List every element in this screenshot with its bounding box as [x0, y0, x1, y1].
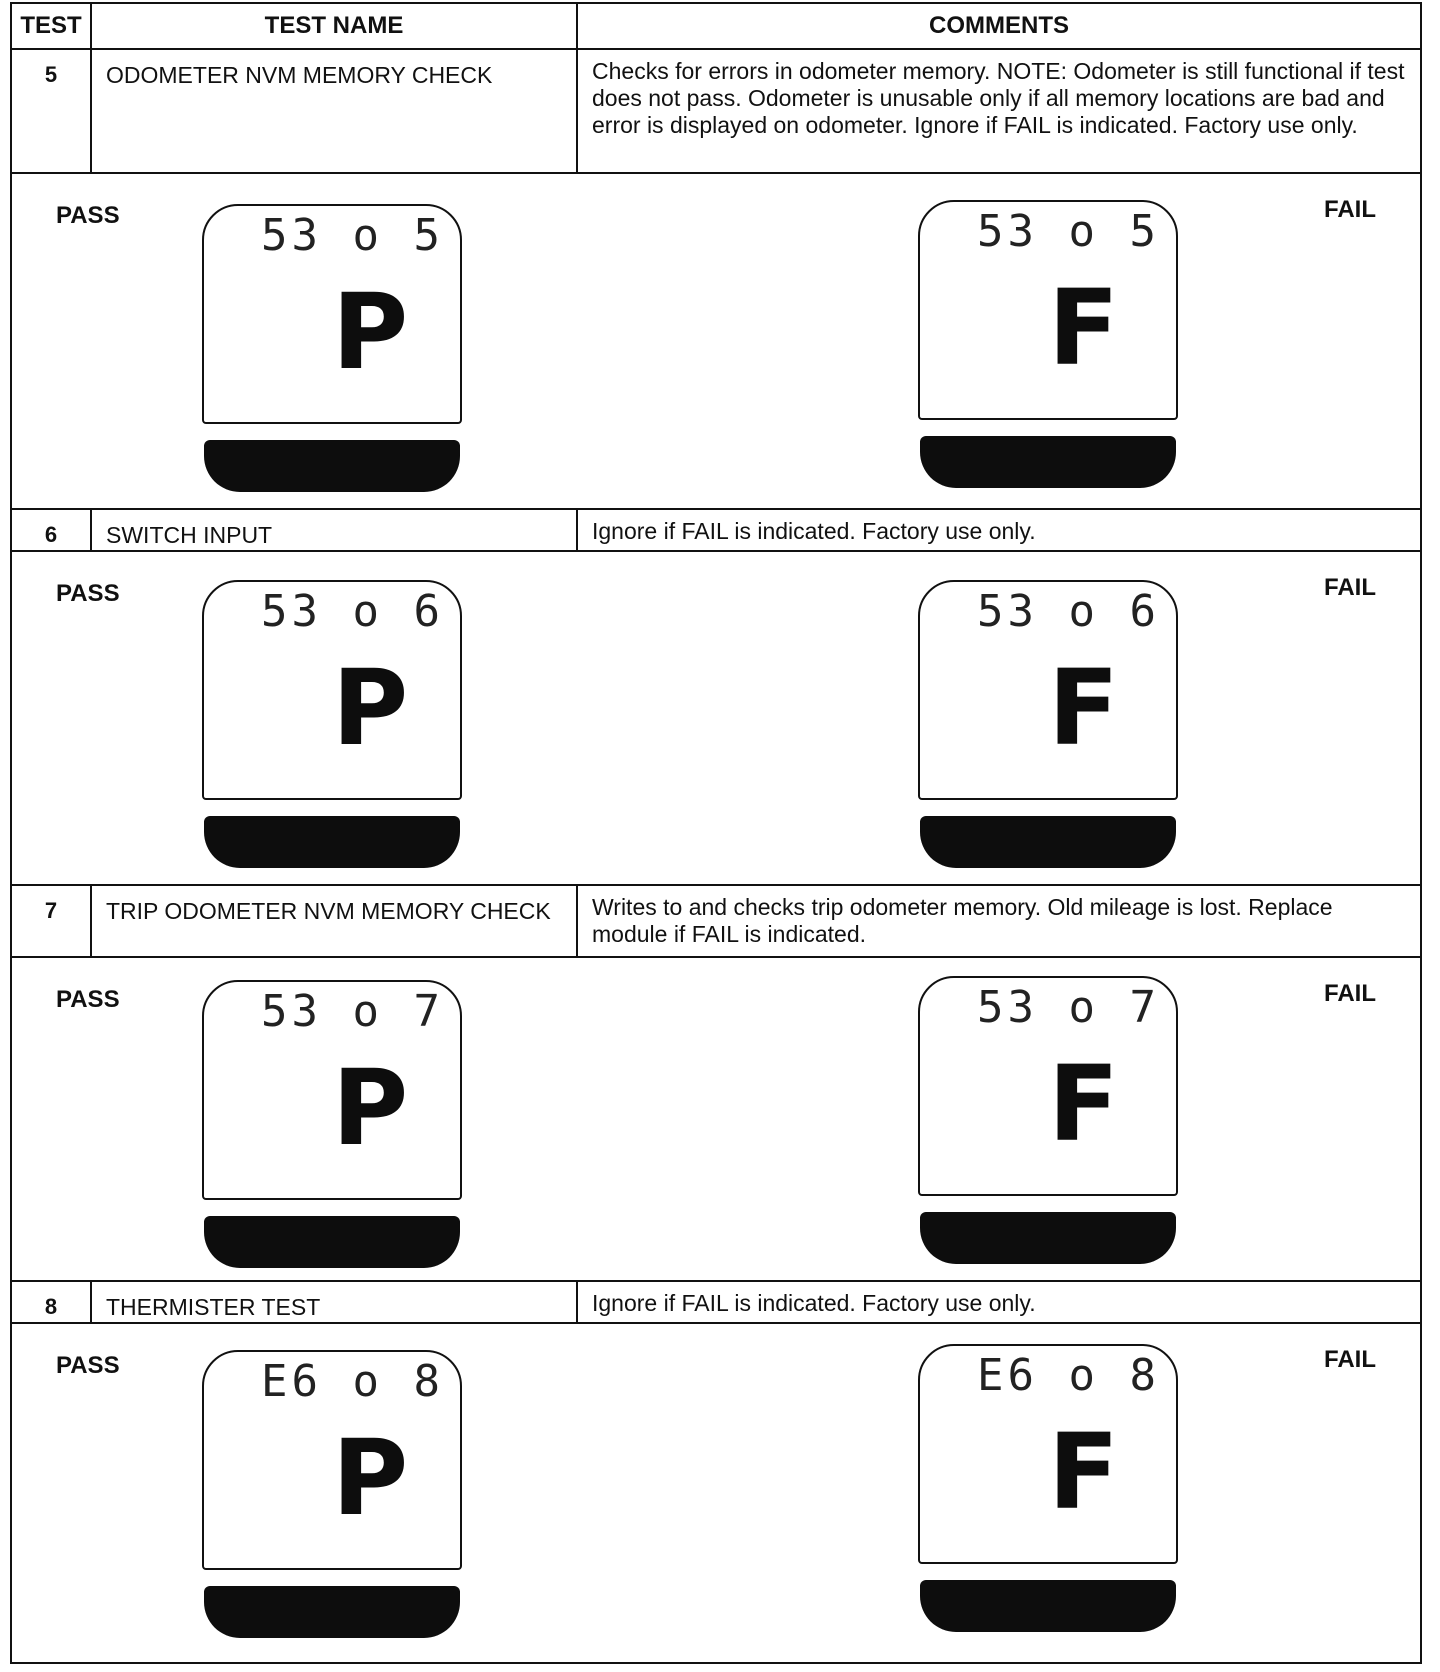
fail-label: FAIL [1324, 196, 1376, 223]
fail-symbol: F [1048, 1411, 1120, 1533]
result-panel: PASS 53 o 7 P 53 o 7 F FAIL [12, 958, 1420, 1282]
test-number: 5 [12, 50, 92, 172]
pass-display: 53 o 6 P [202, 580, 462, 870]
display-code: E6 o 8 [261, 1356, 444, 1407]
pass-display: 53 o 5 P [202, 204, 462, 494]
fail-symbol: F [1048, 1043, 1120, 1165]
display-code: 53 o 7 [977, 982, 1160, 1033]
display-code: 53 o 5 [977, 206, 1160, 257]
fail-symbol: F [1048, 267, 1120, 389]
table-row: 5 ODOMETER NVM MEMORY CHECK Checks for e… [12, 50, 1420, 174]
pass-symbol: P [332, 1047, 409, 1169]
lcd-screen: 53 o 6 P [202, 580, 462, 800]
lcd-screen: 53 o 7 F [918, 976, 1178, 1196]
test-table: TEST TEST NAME COMMENTS 5 ODOMETER NVM M… [10, 2, 1422, 1664]
table-row: 8 THERMISTER TEST Ignore if FAIL is indi… [12, 1282, 1420, 1324]
test-number: 8 [12, 1282, 92, 1322]
fail-display: 53 o 7 F [918, 976, 1178, 1266]
display-base [204, 1216, 460, 1268]
fail-display: 53 o 5 F [918, 200, 1178, 490]
test-number: 6 [12, 510, 92, 550]
pass-display: 53 o 7 P [202, 980, 462, 1270]
display-code: 53 o 7 [261, 986, 444, 1037]
fail-label: FAIL [1324, 1346, 1376, 1373]
test-comments: Ignore if FAIL is indicated. Factory use… [592, 1290, 1036, 1316]
display-code: 53 o 6 [261, 586, 444, 637]
pass-label: PASS [56, 986, 120, 1013]
display-base [204, 440, 460, 492]
pass-display: E6 o 8 P [202, 1350, 462, 1640]
display-base [204, 1586, 460, 1638]
pass-symbol: P [332, 1417, 409, 1539]
test-name: TRIP ODOMETER NVM MEMORY CHECK [92, 886, 578, 956]
display-code: 53 o 6 [977, 586, 1160, 637]
test-comments: Writes to and checks trip odometer memor… [592, 894, 1333, 947]
pass-label: PASS [56, 1352, 120, 1379]
pass-label: PASS [56, 202, 120, 229]
pass-label: PASS [56, 580, 120, 607]
display-code: E6 o 8 [977, 1350, 1160, 1401]
test-name: ODOMETER NVM MEMORY CHECK [92, 50, 578, 172]
display-base [920, 1580, 1176, 1632]
table-header: TEST TEST NAME COMMENTS [12, 4, 1420, 50]
fail-display: E6 o 8 F [918, 1344, 1178, 1634]
pass-symbol: P [332, 271, 409, 393]
test-comments: Checks for errors in odometer memory. NO… [592, 58, 1405, 138]
display-base [920, 816, 1176, 868]
header-test: TEST [12, 4, 92, 48]
test-comments: Ignore if FAIL is indicated. Factory use… [592, 518, 1036, 544]
result-panel: PASS 53 o 6 P 53 o 6 F FAIL [12, 552, 1420, 886]
fail-display: 53 o 6 F [918, 580, 1178, 870]
lcd-screen: 53 o 6 F [918, 580, 1178, 800]
test-name: THERMISTER TEST [92, 1282, 578, 1322]
header-comments: COMMENTS [929, 12, 1069, 39]
fail-label: FAIL [1324, 980, 1376, 1007]
display-base [204, 816, 460, 868]
result-panel: PASS E6 o 8 P E6 o 8 F FAIL [12, 1324, 1420, 1662]
test-number: 7 [12, 886, 92, 956]
display-base [920, 436, 1176, 488]
lcd-screen: 53 o 5 F [918, 200, 1178, 420]
fail-symbol: F [1048, 647, 1120, 769]
display-code: 53 o 5 [261, 210, 444, 261]
result-panel: PASS 53 o 5 P 53 o 5 F FAIL [12, 174, 1420, 510]
pass-symbol: P [332, 647, 409, 769]
test-name: SWITCH INPUT [92, 510, 578, 550]
header-test-name: TEST NAME [92, 4, 578, 48]
lcd-screen: 53 o 5 P [202, 204, 462, 424]
lcd-screen: 53 o 7 P [202, 980, 462, 1200]
display-base [920, 1212, 1176, 1264]
lcd-screen: E6 o 8 P [202, 1350, 462, 1570]
lcd-screen: E6 o 8 F [918, 1344, 1178, 1564]
fail-label: FAIL [1324, 574, 1376, 601]
table-row: 7 TRIP ODOMETER NVM MEMORY CHECK Writes … [12, 886, 1420, 958]
table-row: 6 SWITCH INPUT Ignore if FAIL is indicat… [12, 510, 1420, 552]
